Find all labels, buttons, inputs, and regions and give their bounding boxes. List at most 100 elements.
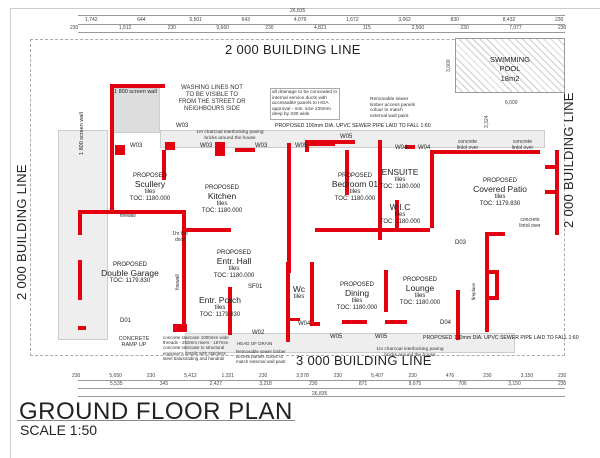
room-finish: tiles [228,265,240,272]
dimension-label: 230 [408,373,417,379]
dimension-label: 345 [159,381,169,387]
ramp-label: CONCRETE RAMP UP [118,336,150,349]
dimension-label: 5,407 [371,373,384,379]
fire-door-label: 1hr fire door [172,231,188,243]
room-name: Dining [344,287,370,298]
room-status: PROPOSED [112,262,147,268]
dimension-label: 871 [358,381,368,387]
dimension-label: 1,512 [118,25,132,31]
dimension-label: 1,321 [221,373,235,379]
dimension-label: 230 [558,373,567,379]
building-line-bottom: 3 000 BUILDING LINE [296,353,432,368]
fireplace-label: fireplace [471,282,476,300]
sewer-pipe-note-bottom: PROPOSED 100mm DIA. UPVC SEWER PIPE LAID… [423,335,579,341]
pool-label: SWIMMING [490,55,530,64]
room-level: TOC: 1180.000 [213,272,255,279]
room-finish: tiles [394,177,406,184]
sewer-panels-note: Removable sewer timber access panels col… [370,97,416,119]
dimension-label: 4,821 [314,25,327,31]
dimension-label: 230 [558,25,567,31]
dimension-label: 230 [167,25,176,31]
opening-tag: W05 [330,334,343,340]
room-level: TOC: 1180.000 [129,195,171,202]
dimension-label: 1,672 [346,17,359,23]
dim-total-top: 26,835 [290,8,306,14]
dimension-label: 5,650 [109,373,122,379]
screen-wall-label: 1 800 screen wall [114,89,157,95]
opening-tag: W03 [176,123,189,129]
dimension-label: 5,501 [189,17,202,23]
room-name: Entr. Porch [198,295,242,305]
room-name: ENSUITE [381,167,419,177]
room-level: TOC: 1180.000 [379,218,421,225]
dimension-label: 230 [72,373,81,379]
lintel-note-2: concrete lintol over [511,139,534,151]
room-name: Scullery [134,178,166,189]
dimension-label: 230 [309,381,318,387]
dimension-label: 230 [265,25,274,31]
opening-tag: D03 [455,240,467,246]
room-level: TOC: 1180.000 [334,195,376,202]
drawing-frame [10,8,600,458]
room-level: TOC: 1180.000 [201,207,243,214]
pool-dim-width: 6,000 [505,100,518,106]
dimension-label: 230 [146,373,156,379]
room-finish: tiles [414,292,426,299]
room-name: W.I.C [389,202,411,212]
dimension-label: 230 [558,381,567,387]
paving-left [58,130,108,340]
room-status: PROPOSED [402,277,438,283]
dimension-label: 643 [241,17,250,23]
room-finish: tiles [293,294,305,301]
washing-lines-note: WASHING LINES NOT TO BE VISIBLE TO FROM … [178,85,246,112]
dimension-label: 5,412 [184,373,197,379]
dimension-label: 230 [333,373,343,379]
lintel-note-3: concrete lintol over [519,217,541,229]
dimension-label: 2,500 [411,25,425,31]
dimension-label: 4,079 [293,17,307,23]
room-name: Double Garage [101,267,159,278]
dimension-label: 3,578 [296,373,309,379]
pool-label-2: POOL [499,64,521,74]
room-finish: tiles [349,188,361,195]
opening-tag: D04 [440,320,452,326]
head-of-drain-label: HEAD OF DRAIN [237,341,273,346]
pool-dim-depth: 3,000 [446,59,452,72]
dimension-label: 115 [362,25,371,31]
room-status: PROPOSED [339,282,375,288]
drawing-scale: SCALE 1:50 [20,422,98,438]
room-name: Lounge [405,282,435,293]
firewall-label: firewall [120,213,136,219]
dimension-label: 830 [450,17,459,23]
room-level: TOC: 1179.830 [479,200,521,207]
pool-area: 18m2 [500,73,520,83]
opening-tag: W02 [252,330,265,336]
opening-tag: W03 [255,143,268,149]
dimension-label: 476 [445,373,455,379]
dim-total-bottom: 26,835 [312,391,328,397]
firewall-label-2: firewall [175,274,181,290]
pool-dim-3: 3,324 [484,115,490,128]
opening-tag: W04 [418,145,431,151]
room-level: TOC: 1179.830 [109,277,151,284]
room-status: PROPOSED [132,173,168,179]
dimension-label: 230 [555,17,564,23]
dimension-label: 644 [137,17,146,23]
paving-bottom [185,333,515,353]
dimension-label: 230 [70,25,79,31]
opening-tag: SF01 [248,284,263,290]
dimension-label: 3,062 [398,17,411,23]
dimension-label: 3,150 [520,373,534,379]
room-level: TOC: 1180.000 [379,183,421,190]
opening-tag: W05 [340,134,353,140]
opening-tag: W04 [395,145,408,151]
building-line-right: 2 000 BUILDING LINE [561,92,576,228]
paving-top [160,130,545,148]
room-name: Kitchen [207,190,237,201]
room-level: TOC: 1180.000 [399,299,441,306]
